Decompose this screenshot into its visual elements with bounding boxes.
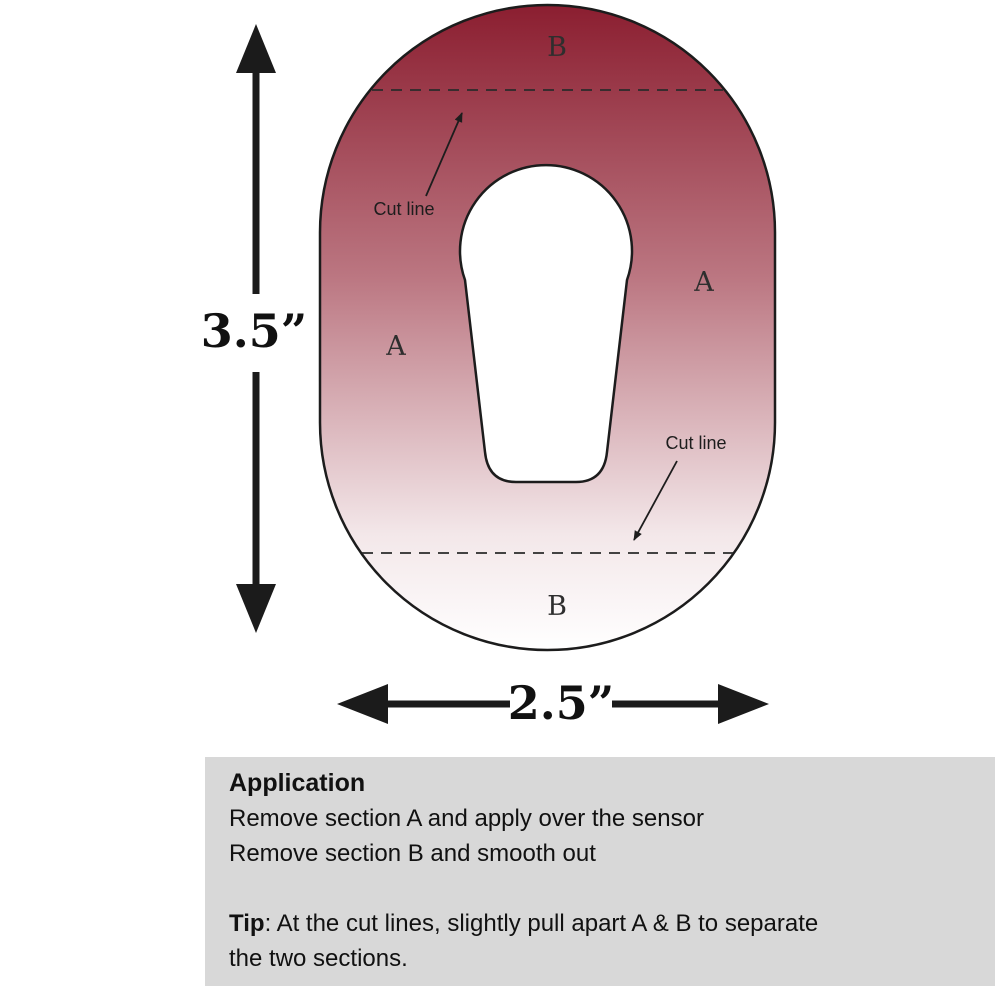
height-dimension-label: 3.5” [201, 304, 308, 358]
instruction-line-1: Remove section A and apply over the sens… [229, 805, 704, 832]
patch-diagram: B A A B Cut line Cut line 3.5” 2.5” [201, 3, 777, 730]
section-label-b-bottom: B [547, 591, 567, 622]
application-info-box: Application Remove section A and apply o… [205, 757, 995, 986]
cut-line-top-label: Cut line [373, 199, 434, 219]
height-dimension-arrow [236, 24, 276, 633]
cut-line-bottom-label: Cut line [665, 433, 726, 453]
tip-text: : At the cut lines, slightly pull apart … [229, 910, 819, 972]
section-label-a-right: A [693, 267, 714, 298]
cut-line-top-arrow [425, 112, 463, 197]
tip-label: Tip [229, 910, 265, 937]
instruction-line-2: Remove section B and smooth out [229, 840, 596, 867]
tip-line: Tip: At the cut lines, slightly pull apa… [229, 906, 819, 976]
info-box-title: Application [229, 769, 366, 797]
section-label-b-top: B [547, 32, 567, 63]
width-dimension-label: 2.5” [508, 676, 615, 730]
width-dimension-arrow [337, 684, 769, 724]
section-label-a-left: A [385, 331, 406, 362]
cut-line-bottom-arrow [633, 460, 678, 541]
